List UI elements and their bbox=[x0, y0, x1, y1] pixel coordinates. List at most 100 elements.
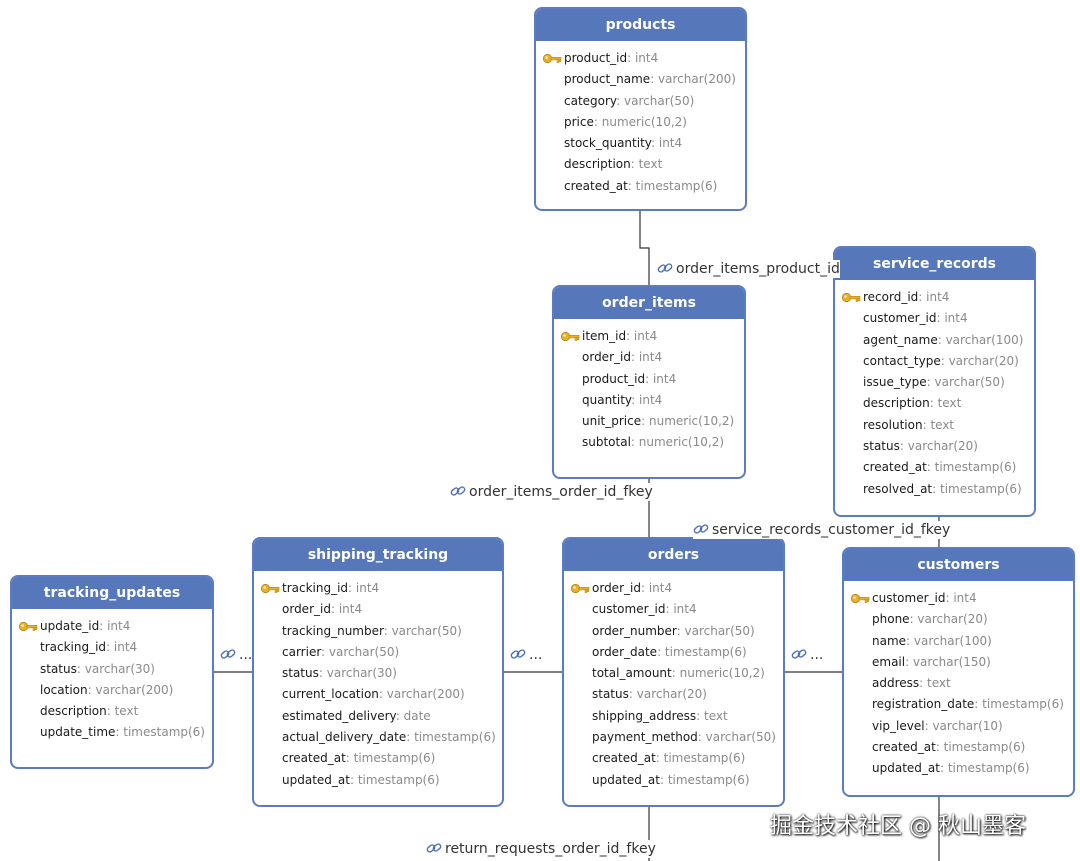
column-name: description bbox=[564, 157, 631, 172]
column-row[interactable]: carrier: varchar(50) bbox=[254, 642, 502, 663]
column-row[interactable]: created_at: timestamp(6) bbox=[254, 748, 502, 769]
column-type: varchar(200) bbox=[658, 72, 736, 87]
column-row[interactable]: payment_method: varchar(50) bbox=[564, 727, 783, 748]
column-type: numeric(10,2) bbox=[638, 435, 725, 450]
type-separator: : bbox=[627, 51, 635, 65]
relation-order_items_product_id[interactable]: order_items_product_id bbox=[657, 260, 840, 278]
column-row[interactable]: agent_name: varchar(100) bbox=[835, 330, 1034, 351]
column-row[interactable]: product_name: varchar(200) bbox=[536, 69, 745, 90]
table-title[interactable]: service_records bbox=[835, 248, 1034, 280]
column-row[interactable]: category: varchar(50) bbox=[536, 91, 745, 112]
column-row[interactable]: product_id: int4 bbox=[554, 369, 744, 390]
column-row[interactable]: issue_type: varchar(50) bbox=[835, 372, 1034, 393]
column-row[interactable]: tracking_number: varchar(50) bbox=[254, 621, 502, 642]
column-name: created_at bbox=[863, 460, 927, 475]
table-title[interactable]: shipping_tracking bbox=[254, 539, 502, 571]
column-row[interactable]: status: varchar(20) bbox=[564, 684, 783, 705]
column-row[interactable]: customer_id: int4 bbox=[844, 588, 1073, 609]
table-title[interactable]: order_items bbox=[554, 287, 744, 319]
column-row[interactable]: customer_id: int4 bbox=[564, 599, 783, 620]
column-row[interactable]: shipping_address: text bbox=[564, 706, 783, 727]
column-row[interactable]: update_id: int4 bbox=[12, 616, 212, 637]
column-row[interactable]: order_id: int4 bbox=[554, 347, 744, 368]
table-title[interactable]: tracking_updates bbox=[12, 577, 212, 609]
relation-service_records_customer_id_fkey[interactable]: service_records_customer_id_fkey bbox=[693, 521, 951, 539]
type-separator: : bbox=[406, 730, 415, 745]
column-name: stock_quantity bbox=[564, 136, 651, 151]
watermark: 掘金技术社区 @ 秋山墨客 bbox=[770, 814, 1026, 839]
column-row[interactable]: order_id: int4 bbox=[254, 599, 502, 620]
column-row[interactable]: updated_at: timestamp(6) bbox=[844, 758, 1073, 779]
column-row[interactable]: description: text bbox=[12, 701, 212, 722]
column-row[interactable]: quantity: int4 bbox=[554, 390, 744, 411]
type-separator: : bbox=[349, 772, 358, 787]
column-name: carrier bbox=[282, 644, 322, 659]
relation-tracking-shipping[interactable]: ... bbox=[220, 646, 253, 664]
column-row[interactable]: registration_date: timestamp(6) bbox=[844, 694, 1073, 715]
type-separator: : bbox=[676, 623, 685, 638]
type-separator: : bbox=[99, 619, 108, 633]
type-separator: : bbox=[918, 290, 927, 304]
column-row[interactable]: subtotal: numeric(10,2) bbox=[554, 432, 744, 453]
column-row[interactable]: tracking_id: int4 bbox=[12, 637, 212, 658]
column-row[interactable]: status: varchar(20) bbox=[835, 436, 1034, 457]
type-separator: : bbox=[937, 332, 946, 347]
column-row[interactable]: status: varchar(30) bbox=[254, 663, 502, 684]
table-title[interactable]: products bbox=[536, 9, 745, 41]
column-row[interactable]: vip_level: varchar(10) bbox=[844, 716, 1073, 737]
column-row[interactable]: created_at: timestamp(6) bbox=[844, 737, 1073, 758]
column-row[interactable]: customer_id: int4 bbox=[835, 308, 1034, 329]
relation-orders-customers[interactable]: ... bbox=[791, 646, 824, 664]
column-row[interactable]: updated_at: timestamp(6) bbox=[564, 770, 783, 791]
relation-order_items_order_id_fkey[interactable]: order_items_order_id_fkey bbox=[450, 483, 653, 501]
column-type: timestamp(6) bbox=[663, 751, 746, 766]
relation-shipping-orders[interactable]: ... bbox=[510, 646, 543, 664]
column-row[interactable]: item_id: int4 bbox=[554, 326, 744, 347]
column-row[interactable]: current_location: varchar(200) bbox=[254, 684, 502, 705]
column-row[interactable]: estimated_delivery: date bbox=[254, 706, 502, 727]
column-row[interactable]: address: text bbox=[844, 673, 1073, 694]
column-row[interactable]: resolution: text bbox=[835, 415, 1034, 436]
column-row[interactable]: status: varchar(30) bbox=[12, 659, 212, 680]
column-type: int4 bbox=[107, 619, 131, 633]
column-row[interactable]: order_date: timestamp(6) bbox=[564, 642, 783, 663]
column-row[interactable]: order_id: int4 bbox=[564, 578, 783, 599]
column-row[interactable]: contact_type: varchar(20) bbox=[835, 351, 1034, 372]
column-row[interactable]: name: varchar(100) bbox=[844, 631, 1073, 652]
column-row[interactable]: unit_price: numeric(10,2) bbox=[554, 411, 744, 432]
column-row[interactable]: created_at: timestamp(6) bbox=[835, 457, 1034, 478]
relation-return_requests_order_id_fkey[interactable]: return_requests_order_id_fkey bbox=[426, 840, 656, 858]
column-row[interactable]: price: numeric(10,2) bbox=[536, 112, 745, 133]
column-type: timestamp(6) bbox=[123, 725, 205, 740]
column-row[interactable]: record_id: int4 bbox=[835, 287, 1034, 308]
column-row[interactable]: total_amount: numeric(10,2) bbox=[564, 663, 783, 684]
column-row[interactable]: tracking_id: int4 bbox=[254, 578, 502, 599]
table-title[interactable]: orders bbox=[564, 539, 783, 571]
column-row[interactable]: order_number: varchar(50) bbox=[564, 621, 783, 642]
column-row[interactable]: phone: varchar(20) bbox=[844, 609, 1073, 630]
column-row[interactable]: description: text bbox=[835, 393, 1034, 414]
column-row[interactable]: created_at: timestamp(6) bbox=[536, 176, 745, 197]
primary-key-icon bbox=[18, 619, 38, 634]
column-row[interactable]: update_time: timestamp(6) bbox=[12, 722, 212, 743]
type-separator: : bbox=[627, 178, 636, 193]
column-row[interactable]: updated_at: timestamp(6) bbox=[254, 770, 502, 791]
column-row[interactable]: created_at: timestamp(6) bbox=[564, 748, 783, 769]
column-row[interactable]: actual_delivery_date: timestamp(6) bbox=[254, 727, 502, 748]
column-row[interactable]: location: varchar(200) bbox=[12, 680, 212, 701]
column-row[interactable]: email: varchar(150) bbox=[844, 652, 1073, 673]
table-title[interactable]: customers bbox=[844, 549, 1073, 581]
column-name: description bbox=[863, 396, 930, 411]
column-row[interactable]: stock_quantity: int4 bbox=[536, 133, 745, 154]
type-separator: : bbox=[321, 644, 329, 659]
column-row[interactable]: resolved_at: timestamp(6) bbox=[835, 479, 1034, 500]
column-row[interactable]: product_id: int4 bbox=[536, 48, 745, 69]
column-row[interactable]: description: text bbox=[536, 154, 745, 175]
